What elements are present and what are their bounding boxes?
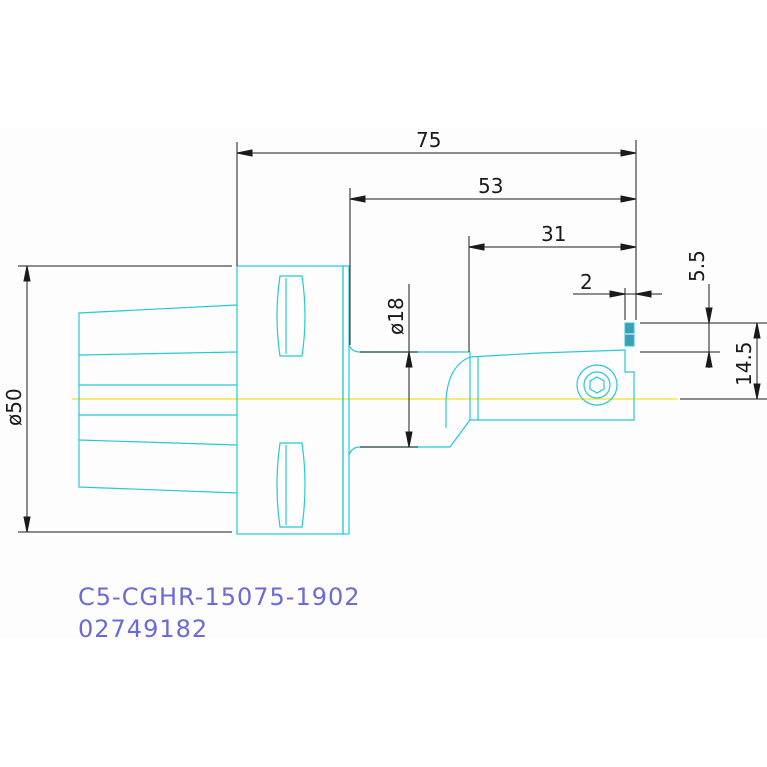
dim-text-31: 31 (541, 222, 566, 246)
dim-text-53: 53 (478, 174, 503, 198)
drawing-area (0, 128, 767, 639)
order-number-label: 02749182 (78, 615, 209, 643)
taper-shank (78, 304, 238, 494)
clamp-screw-outer (576, 364, 618, 406)
drive-slot-upper (276, 275, 306, 357)
taper-line-upper (78, 351, 238, 356)
dim-arrow-5-5-bottom (705, 351, 713, 368)
flange (236, 265, 344, 535)
dim-arrow-2-left (609, 290, 626, 298)
dim-arrow-31-left (468, 243, 485, 251)
dim-arrow-53-right (620, 195, 637, 203)
head (469, 349, 635, 421)
dim-text-50: ø50 (2, 388, 26, 426)
clamp-screw-socket (589, 376, 605, 394)
dim-arrow-53-left (349, 195, 366, 203)
dimension-lines (18, 140, 767, 533)
dim-arrow-18-bottom (405, 431, 413, 448)
dim-arrow-31-right (620, 243, 637, 251)
clamp-screw-inner (583, 371, 611, 399)
dim-arrow-14-5-top (753, 322, 761, 339)
dim-text-18: ø18 (384, 297, 408, 335)
drive-slot-lower (276, 442, 306, 528)
dim-arrow-50-top (23, 265, 31, 282)
dim-text-2: 2 (580, 270, 593, 294)
part-number-label: C5-CGHR-15075-1902 (78, 583, 361, 611)
tool-holder-outline (78, 265, 635, 535)
neck-transition-arc (445, 356, 471, 428)
dim-arrow-75-left (236, 149, 253, 157)
dim-arrow-18-top (405, 351, 413, 368)
dim-arrow-14-5-bottom (753, 383, 761, 400)
dim-text-14-5: 14.5 (732, 341, 756, 386)
insert (624, 322, 635, 347)
dim-arrow-50-bottom (23, 516, 31, 533)
dim-arrow-2-right (635, 290, 652, 298)
dim-arrow-75-right (620, 149, 637, 157)
flange-step (342, 265, 350, 535)
dim-arrow-5-5-top (705, 307, 713, 324)
dim-text-75: 75 (416, 128, 441, 152)
dim-text-5-5: 5.5 (685, 250, 709, 282)
taper-line-4 (78, 439, 238, 446)
